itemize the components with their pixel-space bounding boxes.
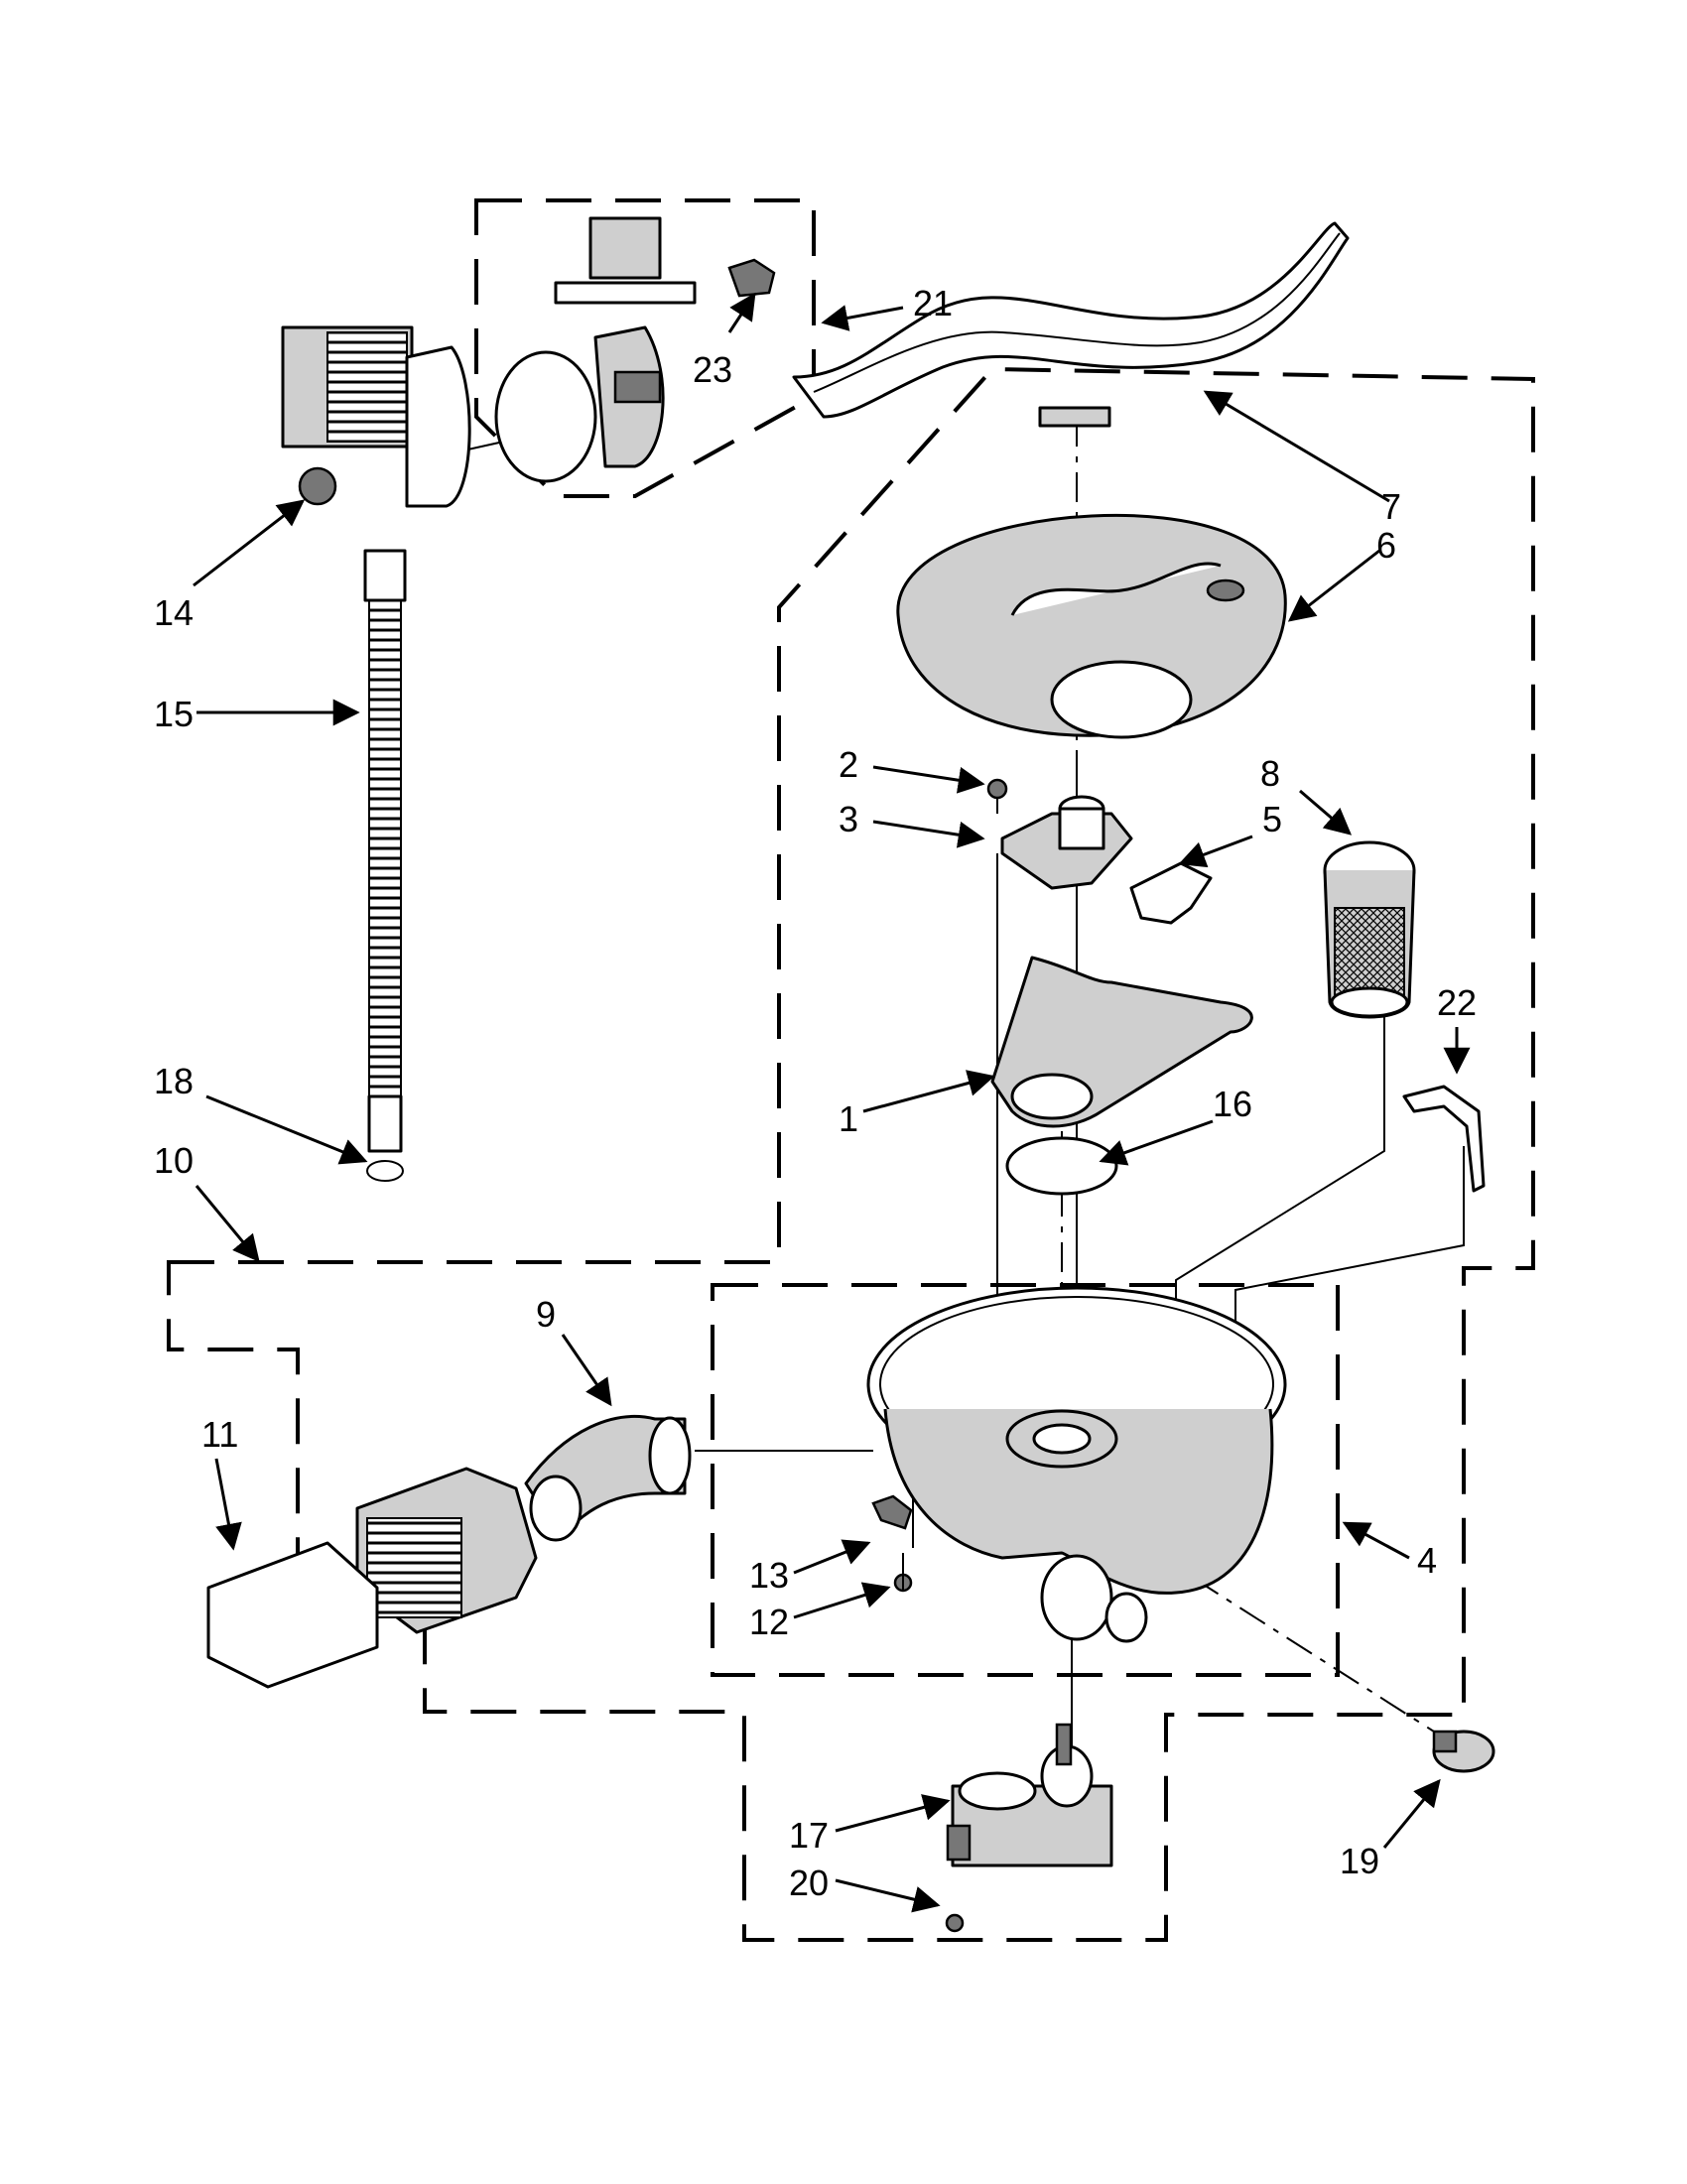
callout-3: 3: [839, 799, 858, 839]
leader-10: [195, 1185, 260, 1263]
callout-12: 12: [749, 1602, 789, 1642]
leader-16: [1099, 1119, 1214, 1166]
leader-8: [1299, 789, 1353, 835]
filter-support-part: [990, 956, 1253, 1128]
leader-9: [561, 1334, 612, 1407]
filter-basket-part: [1323, 840, 1416, 1019]
group-outlines: [167, 198, 1535, 1942]
leader-13: [793, 1539, 871, 1575]
group-10-outline: [167, 366, 1535, 1942]
callout-5: 5: [1262, 799, 1282, 839]
leader-14: [193, 499, 306, 587]
sump-part: [866, 1286, 1287, 1643]
leader-1: [862, 1070, 995, 1113]
spray-arm-part: [792, 221, 1350, 428]
callout-13: 13: [749, 1555, 789, 1596]
leader-lines: [193, 292, 1471, 1913]
leader-21: [821, 305, 904, 331]
callout-20: 20: [789, 1863, 829, 1903]
callout-1: 1: [839, 1098, 858, 1139]
manifold-part: [986, 778, 1133, 890]
leader-20: [835, 1878, 941, 1913]
drain-hose-part: [363, 549, 407, 1182]
callout-8: 8: [1260, 753, 1280, 794]
callout-15: 15: [154, 694, 194, 734]
group-21-outline: [474, 198, 816, 498]
pressure-sensor-part: [1432, 1730, 1495, 1773]
callout-19: 19: [1340, 1841, 1379, 1881]
sensor-13-part: [871, 1494, 913, 1593]
callout-22: 22: [1437, 982, 1477, 1023]
clip-part: [1129, 861, 1213, 925]
leader-18: [205, 1094, 368, 1165]
clip-22-part: [1402, 1085, 1486, 1193]
drain-pump-part: [281, 325, 471, 508]
callout-14: 14: [154, 592, 194, 633]
spray-arm-cover-part: [896, 513, 1287, 739]
leader-2: [872, 765, 985, 794]
callout-23: 23: [693, 349, 732, 390]
callout-11: 11: [201, 1414, 238, 1455]
callout-10: 10: [154, 1140, 194, 1181]
hose-elbow-part: [524, 1415, 692, 1542]
callout-labels: 21 23 7 6 14 15 2 8 3 5 22 18 16 1 10 9 …: [154, 283, 1477, 1903]
leader-4: [1342, 1521, 1410, 1560]
callout-2: 2: [839, 744, 858, 785]
leader-5: [1178, 835, 1253, 868]
callout-9: 9: [536, 1294, 556, 1335]
leader-12: [793, 1582, 891, 1619]
callout-16: 16: [1213, 1084, 1252, 1124]
leader-11: [214, 1458, 242, 1551]
leader-6: [1287, 549, 1380, 622]
callout-6: 6: [1376, 525, 1396, 566]
leader-3: [872, 820, 985, 848]
leader-7: [1203, 390, 1390, 503]
callout-18: 18: [154, 1061, 194, 1101]
diverter-motor-part: [945, 1723, 1113, 1933]
group-4-outline: [711, 1283, 1340, 1677]
drain-housing-part: [494, 216, 776, 483]
leader-17: [835, 1794, 951, 1833]
callout-21: 21: [913, 283, 953, 323]
callout-7: 7: [1381, 486, 1401, 527]
pump-motor-part: [206, 1467, 538, 1689]
callout-17: 17: [789, 1815, 829, 1856]
callout-4: 4: [1417, 1540, 1437, 1581]
disc-part: [1005, 1136, 1118, 1196]
leader-23: [727, 292, 756, 333]
leader-19: [1382, 1778, 1441, 1849]
